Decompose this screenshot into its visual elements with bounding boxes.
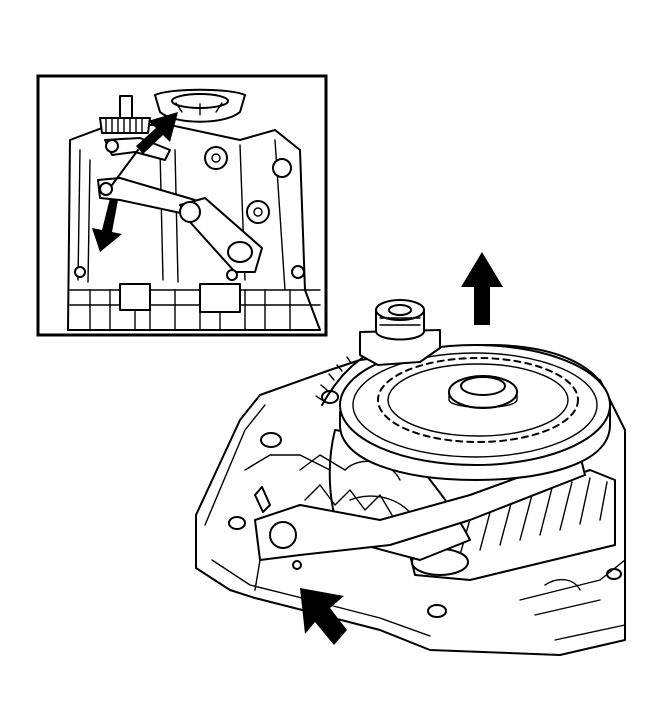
locating-hole <box>292 560 302 570</box>
reluctor-disk <box>339 344 611 481</box>
bracket-bolt <box>269 521 297 549</box>
dowel-pin <box>254 486 271 513</box>
bolt-hole <box>228 516 246 530</box>
ring-gear <box>315 356 363 406</box>
bolt-hole <box>260 432 282 448</box>
arrow-down-icon <box>92 198 122 252</box>
arrow-up-left-icon <box>300 588 347 645</box>
arrow-up-icon <box>461 252 503 325</box>
inset-view <box>36 74 328 337</box>
mounting-bracket <box>254 454 586 561</box>
threaded-plug <box>359 299 441 366</box>
hub-inner <box>460 376 506 396</box>
inset-boss <box>246 200 270 224</box>
main-view <box>195 252 626 656</box>
bolt-hole <box>427 604 447 618</box>
inset-boss <box>204 146 228 170</box>
arrow-up-right-icon <box>136 112 178 154</box>
inset-boss <box>272 158 292 178</box>
bolt-hole <box>606 568 622 580</box>
